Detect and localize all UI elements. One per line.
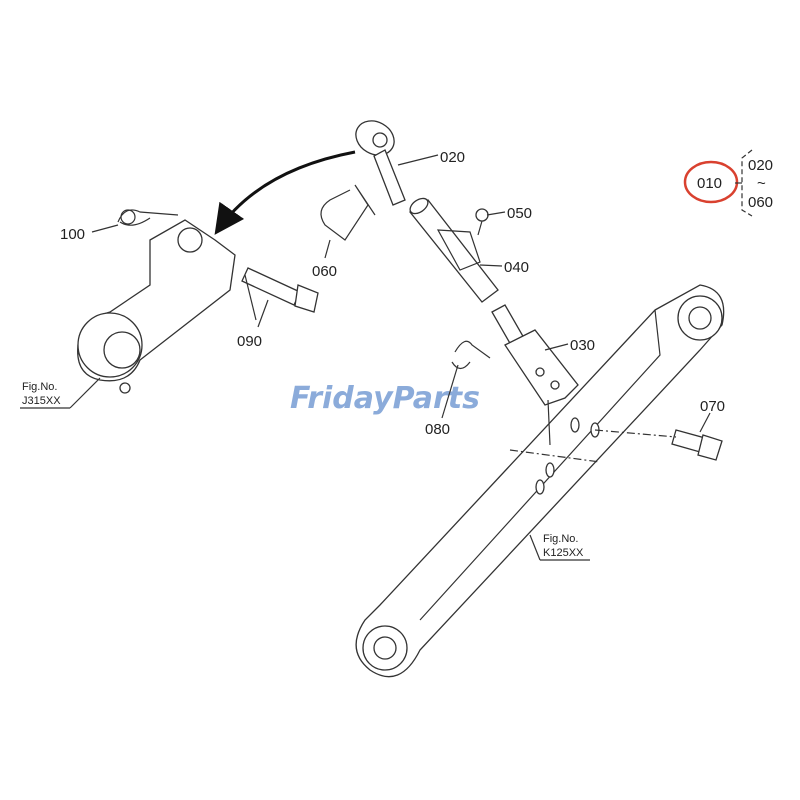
tube-040-part — [409, 197, 499, 303]
label-040: 040 — [504, 259, 529, 276]
label-090: 090 — [237, 333, 262, 350]
label-080: 080 — [425, 421, 450, 438]
watermark-logo: FridayParts — [290, 381, 480, 416]
fig-ref-label-1: Fig.No. — [22, 381, 57, 393]
label-100: 100 — [60, 226, 85, 243]
fig-ref-label-2: Fig.No. — [543, 533, 578, 545]
pin-070-part — [594, 429, 723, 461]
clevis-030-part — [491, 304, 579, 446]
lower-link-part — [355, 284, 725, 678]
ball-end-020-part — [355, 120, 406, 206]
fig-ref-code-2: K125XX — [543, 547, 584, 559]
label-050: 050 — [507, 205, 532, 222]
reference-arrow — [214, 150, 356, 235]
label-030: 030 — [570, 337, 595, 354]
clip-080-part — [451, 340, 491, 370]
assembly-highlight-circle — [683, 160, 739, 204]
assembly-number: 010 — [697, 175, 722, 192]
watermark-text-b: Parts — [393, 381, 480, 416]
pin-090-part — [241, 267, 319, 321]
lift-arm-part — [77, 219, 236, 394]
bolt-050-part — [475, 208, 489, 236]
assembly-range-tilde: ~ — [757, 175, 766, 192]
watermark-text-a: Friday — [290, 381, 394, 416]
assembly-callout: 010 020 ~ 060 — [683, 149, 773, 217]
lynch-pin-060-part — [320, 184, 376, 241]
assembly-range-start: 020 — [748, 157, 773, 174]
label-020: 020 — [440, 149, 465, 166]
fig-ref-code-1: J315XX — [22, 395, 61, 407]
label-070: 070 — [700, 398, 725, 415]
label-060: 060 — [312, 263, 337, 280]
assembly-range-end: 060 — [748, 194, 773, 211]
leader-lines — [20, 154, 711, 561]
clip-100-part — [117, 209, 179, 226]
